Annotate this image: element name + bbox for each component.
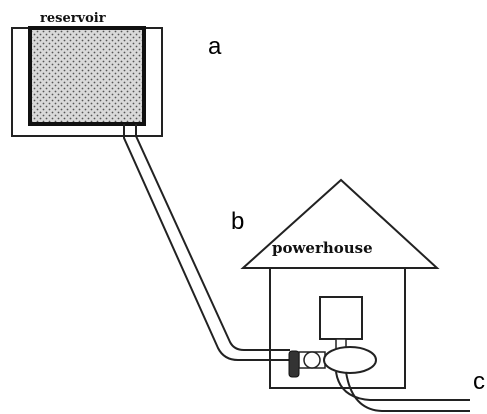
powerhouse-label: powerhouse <box>272 239 373 257</box>
turbine-housing <box>323 346 377 374</box>
valve-wheel <box>303 351 321 369</box>
generator-body <box>319 296 363 340</box>
penstock-pipe <box>123 124 290 361</box>
pipe-inner-edge <box>135 124 290 351</box>
reservoir-label: reservoir <box>40 11 106 26</box>
generator <box>319 296 363 350</box>
powerhouse-walls <box>269 267 406 389</box>
marker-a: a <box>208 33 222 60</box>
pipe-outer-edge <box>123 124 290 361</box>
outflow-lower-edge <box>345 371 470 412</box>
outflow-upper-edge <box>335 371 470 401</box>
reservoir-water <box>28 26 146 126</box>
turbine-assembly <box>288 346 377 378</box>
valve-flange <box>288 350 300 378</box>
marker-b: b <box>231 208 244 235</box>
marker-c: c <box>473 368 485 395</box>
reservoir: reservoir <box>11 11 163 137</box>
powerhouse: powerhouse <box>240 178 440 389</box>
outflow-pipe <box>335 371 470 412</box>
